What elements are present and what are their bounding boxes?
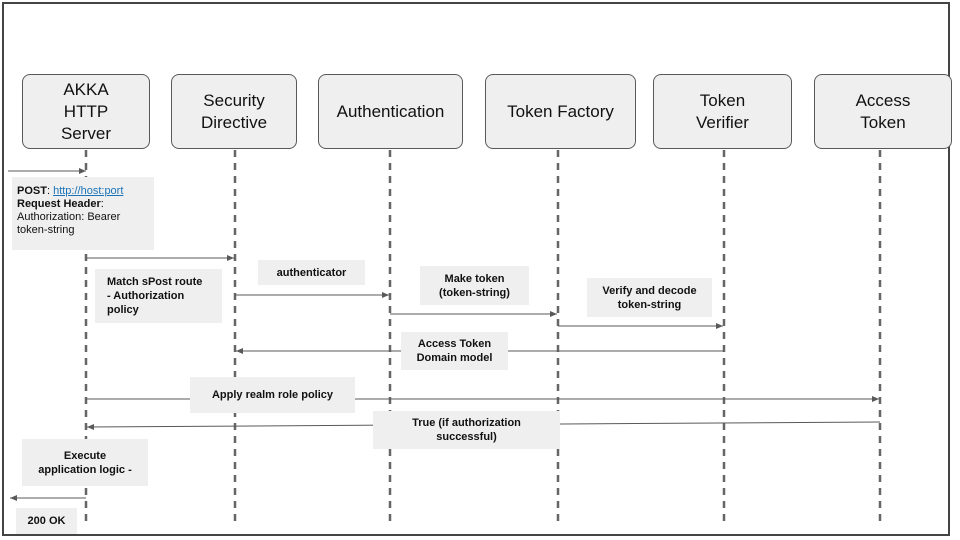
actor-security-directive: Security Directive bbox=[171, 74, 297, 149]
request-post-line: POST: http://host:port bbox=[17, 185, 150, 198]
note-authenticator: authenticator bbox=[258, 260, 365, 285]
header-sep: : bbox=[100, 198, 104, 210]
token-line: token-string bbox=[17, 224, 75, 236]
request-header-label: Request Header bbox=[17, 198, 101, 210]
post-label: POST bbox=[17, 185, 47, 197]
note-apply-policy: Apply realm role policy bbox=[190, 377, 355, 413]
actor-akka-http-server: AKKA HTTP Server bbox=[22, 74, 150, 149]
note-verify-decode: Verify and decode token-string bbox=[587, 278, 712, 317]
note-make-token: Make token (token-string) bbox=[420, 266, 529, 305]
note-match-route: Match sPost route - Authorization policy bbox=[95, 269, 222, 323]
request-header-line: Request Header: bbox=[17, 198, 150, 211]
actor-token-verifier: Token Verifier bbox=[653, 74, 792, 149]
note-execute-logic: Execute application logic - bbox=[22, 439, 148, 486]
actor-authentication: Authentication bbox=[318, 74, 463, 149]
note-true-authorization: True (if authorization successful) bbox=[373, 411, 560, 449]
note-access-domain: Access Token Domain model bbox=[401, 332, 508, 370]
note-200-ok: 200 OK bbox=[16, 508, 77, 534]
post-sep: : bbox=[46, 185, 54, 197]
request-note: POST: http://host:port Request Header: A… bbox=[12, 177, 154, 250]
actor-access-token: Access Token bbox=[814, 74, 952, 149]
outer-border bbox=[2, 2, 950, 536]
authorization-line: Authorization: Bearer bbox=[17, 211, 121, 223]
lifelines bbox=[84, 150, 882, 526]
actor-token-factory: Token Factory bbox=[485, 74, 636, 149]
host-link[interactable]: http://host:port bbox=[53, 185, 124, 197]
